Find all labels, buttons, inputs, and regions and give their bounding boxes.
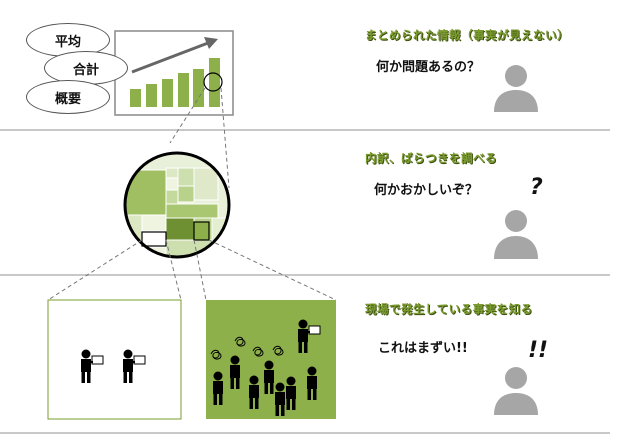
section-divider-3 xyxy=(0,432,610,434)
oval-text: 平均 xyxy=(54,34,81,50)
chart-bar xyxy=(130,89,141,107)
chart-bar xyxy=(178,73,189,107)
summary-chart xyxy=(114,30,234,116)
label-overview: 概要 xyxy=(26,80,110,114)
section2-heading: 内訳、ばらつきを調べる xyxy=(365,151,497,165)
section3-question: これはまずい!! xyxy=(378,341,468,356)
site-panel-busy xyxy=(206,300,336,419)
chart-bar xyxy=(146,84,157,107)
chart-bar xyxy=(162,79,173,107)
trend-arrow-icon xyxy=(131,37,218,74)
exclamation-marks: !! xyxy=(528,338,549,363)
person-icon xyxy=(494,65,538,112)
section-divider-1 xyxy=(0,129,610,131)
highlight-box-white xyxy=(141,231,167,247)
chart-bar xyxy=(193,69,204,107)
section-divider-2 xyxy=(0,274,610,276)
person-icon xyxy=(494,367,538,415)
section1-question: 何か問題あるの？ xyxy=(376,60,481,75)
section3-heading: 現場で発生している事実を知る xyxy=(365,302,533,316)
oval-text: 概要 xyxy=(54,91,81,107)
site-panel-calm xyxy=(47,299,182,420)
section2-question: 何かおかしいぞ？ xyxy=(374,183,479,198)
treemap-magnifier xyxy=(123,151,231,259)
person-icon xyxy=(494,210,538,259)
question-mark: ? xyxy=(530,175,543,200)
highlight-box-green xyxy=(193,221,210,241)
oval-text: 合計 xyxy=(72,62,99,78)
zoom-focus-circle xyxy=(203,72,223,92)
chart-bar xyxy=(209,58,220,107)
section1-heading: まとめられた情報（事実が見えない） xyxy=(365,28,569,42)
